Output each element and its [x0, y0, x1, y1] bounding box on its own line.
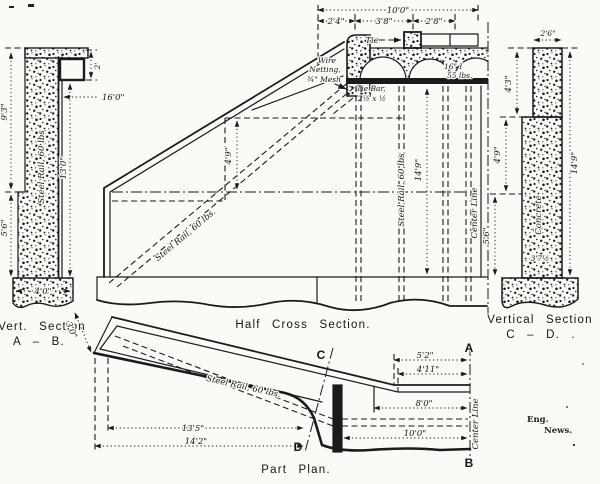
view-part-plan: Steel Rail, 60 lbs. C D Center Line A B …: [62, 312, 482, 477]
dimensions-ab: 9'3" 5'6" 13'0" 2' 16'0" 4'0" Steel Rail…: [0, 47, 126, 298]
wire-netting-note: Wire Netting, ¾" Mesh: [306, 55, 347, 90]
dim-9ft3: 9'3": [0, 103, 10, 120]
dim-10ft0-plan: 10'0": [404, 429, 427, 439]
dim-4ft11: 4'11": [416, 365, 440, 375]
dimensions-cd: 2'6" 4'3" 4'9" 5'6" 14'9" Concrete 3'7½: [481, 28, 581, 276]
note-wire-2: Netting,: [308, 65, 340, 74]
point-d: D: [294, 440, 303, 454]
label-c-d: C – D. .: [506, 329, 576, 341]
dim-4ft0: 4'0": [33, 287, 51, 297]
label-center-line-plan: Center Line: [471, 398, 481, 449]
dim-2ft4: 2'4": [326, 17, 344, 27]
ibeam-note: 16" I 55 lbs.: [443, 61, 474, 82]
label-vert-section: Vert. Section: [0, 321, 86, 333]
note-tie: Tie: [365, 36, 378, 46]
note-steel-rail-vert: Steel Rail, 60 lbs: [397, 153, 407, 227]
dim-13ft0: 13'0": [59, 157, 69, 180]
dim-4ft9-cd: 4'9": [493, 146, 503, 164]
deck-and-arches: [346, 47, 488, 84]
dim-10ft0: 10'0": [387, 6, 410, 16]
dim-5ft2: 5'2": [416, 351, 433, 361]
tie-member: Tie: [364, 31, 479, 49]
wall-profile: [103, 41, 345, 278]
dim-5ft6-cd: 5'6": [482, 227, 492, 244]
rail-verticals: [355, 85, 482, 302]
dim-14ft9-hcs: 14'9": [414, 159, 424, 182]
point-a: A: [465, 341, 474, 355]
dim-3ft7half: 3'7½: [531, 254, 550, 263]
note-tiebar-1: Tie Bar,: [356, 84, 385, 93]
note-steel-rail-plan: Steel Rail, 60 lbs.: [205, 374, 281, 400]
dim-14ft9-cd: 14'9": [570, 152, 580, 175]
dim-2ft8: 2'8": [424, 17, 442, 27]
dim-5ft6: 5'6": [0, 219, 10, 236]
credit-line-1: Eng.: [527, 415, 549, 425]
note-steel-rail-diag: Steel Rail, 60 lbs.: [153, 207, 218, 263]
springing-beam: [346, 78, 488, 84]
footing-hcs: [96, 276, 488, 312]
label-center-line-hcs: Center Line: [470, 187, 480, 238]
note-concrete: Concrete: [534, 195, 544, 234]
dim-3ft8: 3'8": [375, 17, 392, 27]
view-half-cross-section: 10'0" 2'4" 3'8" 2'8" 4'9" Steel Rail, 60…: [96, 5, 489, 332]
dim-4ft9: 4'9": [224, 147, 234, 165]
label-part-plan: Part Plan.: [261, 464, 331, 476]
plan-end-post: [332, 384, 343, 453]
dim-2ft6: 2'6": [539, 29, 555, 38]
note-tiebar-2: 2½ x ½: [357, 94, 386, 103]
dim-16ft0: 16'0": [102, 93, 125, 103]
note-steel-rail-ab: Steel Rail, 60 lbs: [37, 130, 47, 204]
plan-dimensions: 5'2" 4'11" 8'0" 10'0" 13'5" 14'2" 3'0": [62, 312, 468, 450]
wall-concrete-fill: [12, 47, 89, 309]
note-wire-3: ¾" Mesh: [307, 75, 341, 84]
point-b: B: [465, 456, 474, 470]
dim-8ft0: 8'0": [415, 399, 432, 409]
note-beam-weight: 55 lbs.: [447, 71, 472, 80]
wall-outline: [17, 47, 86, 279]
credit-line-2: News.: [544, 426, 572, 436]
dim-13ft5: 13'5": [182, 424, 205, 434]
buried-rails-diagonal: [108, 79, 466, 288]
note-wire-1: Wire: [318, 56, 337, 65]
view-vertical-section-cd: 2'6" 4'3" 4'9" 5'6" 14'9" Concrete 3'7½ …: [481, 28, 593, 342]
pier-concrete-fill: [501, 47, 579, 309]
dim-4ft3: 4'3": [504, 75, 514, 93]
label-half-cross-section: Half Cross Section.: [235, 319, 370, 331]
dim-14ft2: 14'2": [185, 437, 208, 447]
label-vertical-section: Vertical Section: [487, 314, 592, 326]
ink-specks: [9, 4, 584, 447]
note-beam-size: 16" I: [444, 62, 463, 71]
point-c: C: [317, 348, 326, 362]
section-line-cd: [304, 347, 334, 453]
label-a-b: A – B.: [13, 336, 65, 348]
view-vert-section-ab: 9'3" 5'6" 13'0" 2' 16'0" 4'0" Steel Rail…: [0, 47, 126, 349]
tie-bar-note: Tie Bar, 2½ x ½: [332, 83, 387, 115]
dim-2ft: 2': [93, 63, 102, 71]
rail-pocket-box: [58, 57, 86, 82]
top-dimensions: 10'0" 2'4" 3'8" 2'8": [317, 5, 479, 64]
plan-rails: [114, 335, 468, 427]
footing-cd: [501, 277, 579, 309]
credit-eng-news: Eng. News.: [527, 415, 572, 436]
